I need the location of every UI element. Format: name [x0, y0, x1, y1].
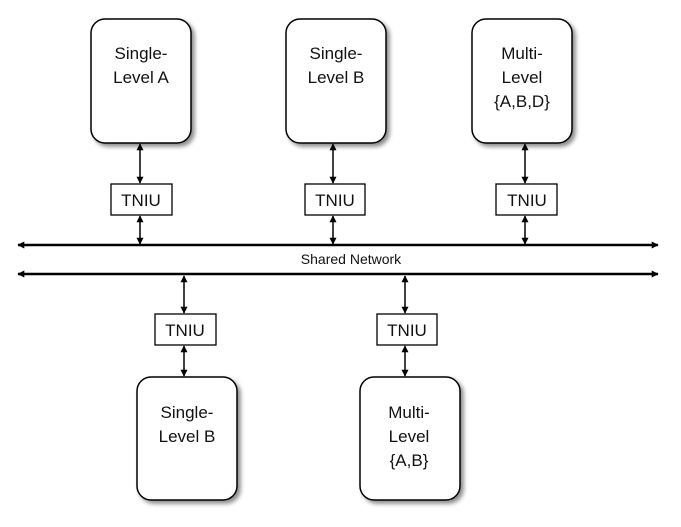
network-label: Shared Network: [301, 251, 402, 267]
node-single-level-b-bottom: Single- Level B: [136, 376, 238, 501]
tniu-box: TNIU: [154, 313, 217, 346]
node-single-level-b-top: Single- Level B: [285, 18, 387, 144]
node-label-line: {A,B}: [390, 451, 429, 470]
tniu-box: TNIU: [376, 313, 438, 346]
node-label-line: Single-: [310, 44, 363, 63]
tniu-label: TNIU: [507, 191, 547, 210]
node-label-line: Level: [502, 68, 543, 87]
node-label-line: Level: [389, 427, 430, 446]
tniu-label: TNIU: [165, 321, 205, 340]
tniu-label: TNIU: [121, 191, 161, 210]
tniu-label: TNIU: [387, 321, 427, 340]
tniu-box: TNIU: [495, 183, 558, 216]
node-single-level-a-top: Single- Level A: [90, 18, 192, 144]
node-label-line: {A,B,D}: [494, 92, 550, 111]
tniu-box: TNIU: [304, 183, 366, 216]
node-label-line: Multi-: [388, 403, 430, 422]
node-multi-level-abd-top: Multi- Level {A,B,D}: [471, 18, 573, 144]
node-multi-level-ab-bottom: Multi- Level {A,B}: [359, 376, 461, 501]
node-label-line: Level A: [113, 68, 169, 87]
tniu-label: TNIU: [315, 191, 355, 210]
node-label-line: Single-: [115, 44, 168, 63]
tniu-box: TNIU: [110, 183, 173, 216]
node-label-line: Level B: [308, 68, 365, 87]
node-label-line: Level B: [159, 427, 216, 446]
node-label-line: Single-: [161, 403, 214, 422]
node-label-line: Multi-: [501, 44, 543, 63]
